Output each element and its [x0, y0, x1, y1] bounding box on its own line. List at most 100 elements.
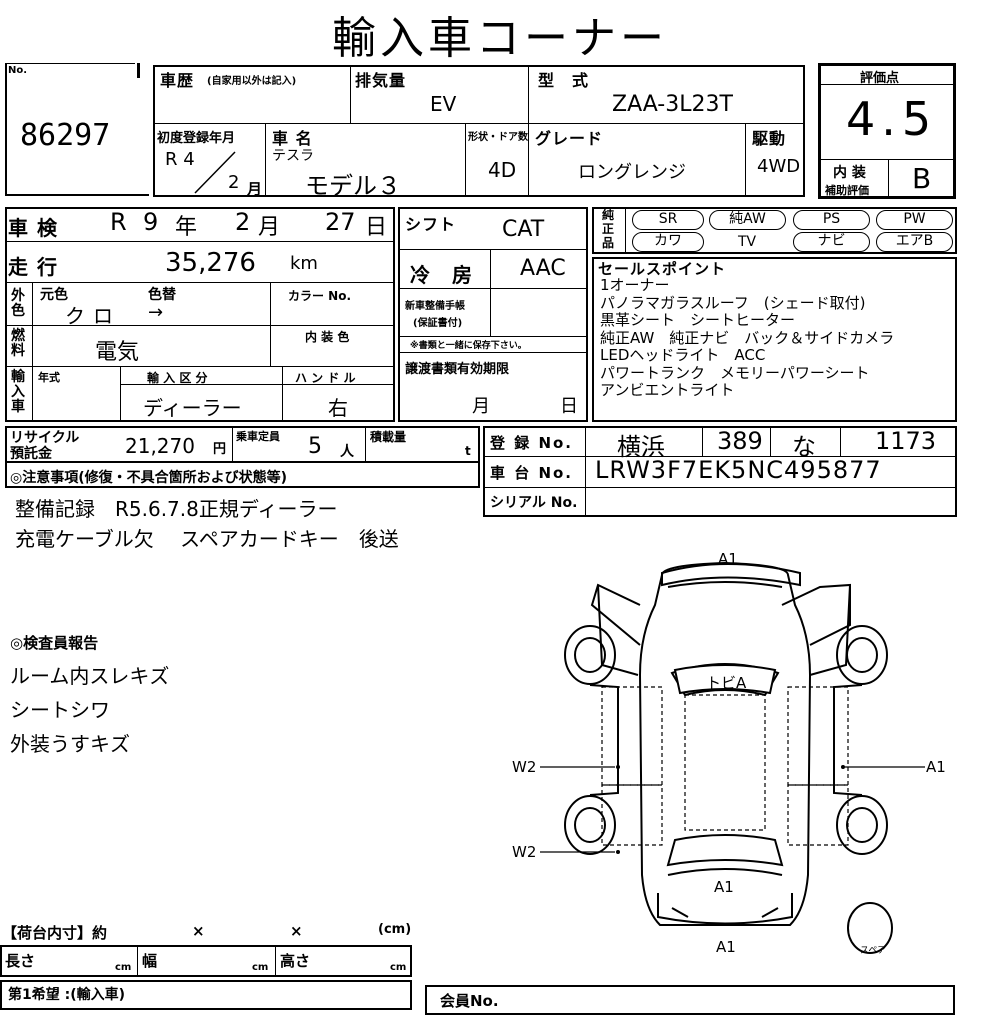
displacement-label: 排気量	[355, 71, 407, 90]
chassis-value: LRW3F7EK5NC495877	[595, 456, 882, 484]
first-reg-month: 2	[228, 172, 240, 193]
capacity-unit: 人	[340, 444, 354, 460]
first-reg-era: R 4	[165, 149, 195, 170]
first-reg-label: 初度登録年月	[157, 131, 236, 146]
displacement-value: EV	[430, 92, 457, 116]
interior-score-label-1: 内 装	[833, 165, 866, 181]
cargo-height-label: 高さ	[280, 952, 311, 970]
sales-point-line: パワートランク メモリーパワーシート	[600, 363, 870, 382]
mileage-unit: km	[290, 253, 318, 274]
equip-alloy-wheel: 純AW	[709, 210, 786, 230]
exterior-side-label: 外色	[11, 288, 25, 319]
import-year-label: 年式	[38, 371, 60, 384]
cargo-table	[0, 945, 412, 977]
cargo-unit: (cm)	[378, 922, 412, 937]
orig-color-value: クロ	[65, 304, 121, 328]
car-damage-diagram	[540, 561, 925, 954]
inspection-year-unit: 年	[175, 215, 198, 240]
notices-label: ◎注意事項(修復・不具合箇所および状態等)	[10, 470, 288, 486]
sales-point-line: パノラマガラスルーフ (シェード取付)	[600, 293, 866, 312]
body-type-label: 形状・ドア数	[468, 132, 528, 143]
recycle-value: 21,270	[125, 434, 195, 458]
manual-label-2: (保証書付)	[413, 318, 463, 329]
orig-color-label: 元色	[40, 287, 68, 303]
color-change-arrow: →	[148, 302, 164, 323]
equip-airbag: エアB	[876, 232, 953, 252]
sales-points-box	[592, 257, 957, 422]
equip-navi: ナビ	[793, 232, 870, 252]
body-type-value: 4D	[488, 158, 517, 182]
interior-score-value: B	[912, 162, 932, 195]
sales-point-line: 黒革シート シートヒーター	[600, 311, 796, 329]
cargo-length-cm: cm	[115, 962, 132, 973]
cargo-x2: ×	[290, 922, 303, 940]
drive-label: 駆動	[752, 129, 787, 148]
inspection-month: 2	[235, 208, 251, 236]
registration-label: 登 録 No.	[490, 434, 574, 452]
transfer-day-unit: 日	[560, 396, 578, 417]
serial-label: シリアル No.	[490, 495, 578, 511]
interior-color-label: 内 装 色	[305, 330, 350, 344]
history-label: 車歴	[160, 71, 195, 90]
import-side-label: 輸入車	[11, 369, 25, 415]
page-title: 輸入車コーナー	[332, 13, 668, 64]
inspection-table	[5, 207, 395, 422]
grade-label: グレード	[535, 129, 604, 148]
transfer-label: 譲渡書類有効期限	[405, 362, 510, 377]
notices-header-box	[5, 463, 480, 488]
sales-point-line: LEDヘッドライト ACC	[600, 346, 766, 364]
member-label: 会員No.	[440, 992, 499, 1010]
inspection-year: 9	[143, 208, 159, 236]
recycle-label-2: 預託金	[10, 446, 52, 462]
recycle-unit: 円	[213, 442, 227, 457]
inspector-label: ◎検査員報告	[10, 634, 99, 652]
equip-leather: カワ	[632, 232, 704, 252]
cargo-length-label: 長さ	[5, 952, 36, 970]
handle-label: ハ ン ド ル	[295, 371, 356, 385]
color-no-label: カラー No.	[288, 289, 352, 303]
car-name-label: 車 名	[272, 129, 313, 148]
diag-trunk-mark: A1	[714, 878, 734, 896]
equip-pw: PW	[876, 210, 953, 230]
shift-value: CAT	[502, 217, 545, 242]
grade-value: ロングレンジ	[578, 162, 686, 183]
chassis-label: 車 台 No.	[490, 464, 574, 482]
mileage-label: 走 行	[8, 255, 58, 279]
car-maker: テスラ	[272, 148, 314, 164]
shift-label: シフト	[405, 215, 457, 234]
diag-roof-mark: トビA	[706, 674, 747, 692]
manual-label-1: 新車整備手帳	[405, 301, 465, 312]
history-sub-label: (自家用以外は記入)	[207, 76, 297, 87]
sales-point-line: アンビエントライト	[600, 381, 735, 399]
inspection-era: R	[110, 208, 127, 236]
equipment-label: 純正品	[601, 208, 614, 250]
manual-note: ※書類と一緒に保存下さい。	[410, 341, 527, 351]
lot-number-box	[5, 63, 149, 196]
lot-no-label: No.	[8, 65, 28, 76]
import-type-value: ディーラー	[143, 396, 242, 420]
sales-points-list: 1オーナーパノラマガラスルーフ (シェード取付)黒革シート シートヒーター純正A…	[600, 276, 955, 400]
load-unit: t	[465, 444, 471, 458]
car-model: モデル３	[305, 172, 401, 200]
diag-left-side-mark-2: W2	[512, 843, 537, 861]
drive-value: 4WD	[757, 156, 801, 177]
diag-right-side-mark: A1	[926, 758, 946, 776]
registration-number: 1173	[875, 427, 937, 455]
inspection-day-unit: 日	[365, 215, 388, 240]
wish-label: 第1希望 :(輸入車)	[8, 987, 126, 1003]
score-box	[818, 63, 956, 199]
registration-place: 横浜	[617, 433, 665, 461]
sales-point-line: 純正AW 純正ナビ バック＆サイドカメラ	[600, 328, 895, 347]
diag-front-mark: A1	[718, 550, 738, 568]
score-value: 4.5	[846, 92, 938, 146]
model-code-value: ZAA-3L23T	[612, 92, 733, 117]
notice-line-1: 整備記録 R5.6.7.8正規ディーラー	[15, 497, 338, 521]
lot-number: 86297	[20, 118, 111, 153]
equip-ps: PS	[793, 210, 870, 230]
equipment-table	[592, 207, 957, 254]
recycle-label-1: リサイクル	[10, 430, 80, 446]
change-color-label: 色替	[148, 287, 176, 303]
registration-table	[483, 426, 957, 517]
first-reg-month-unit: 月	[247, 180, 263, 198]
capacity-value: 5	[308, 434, 322, 459]
